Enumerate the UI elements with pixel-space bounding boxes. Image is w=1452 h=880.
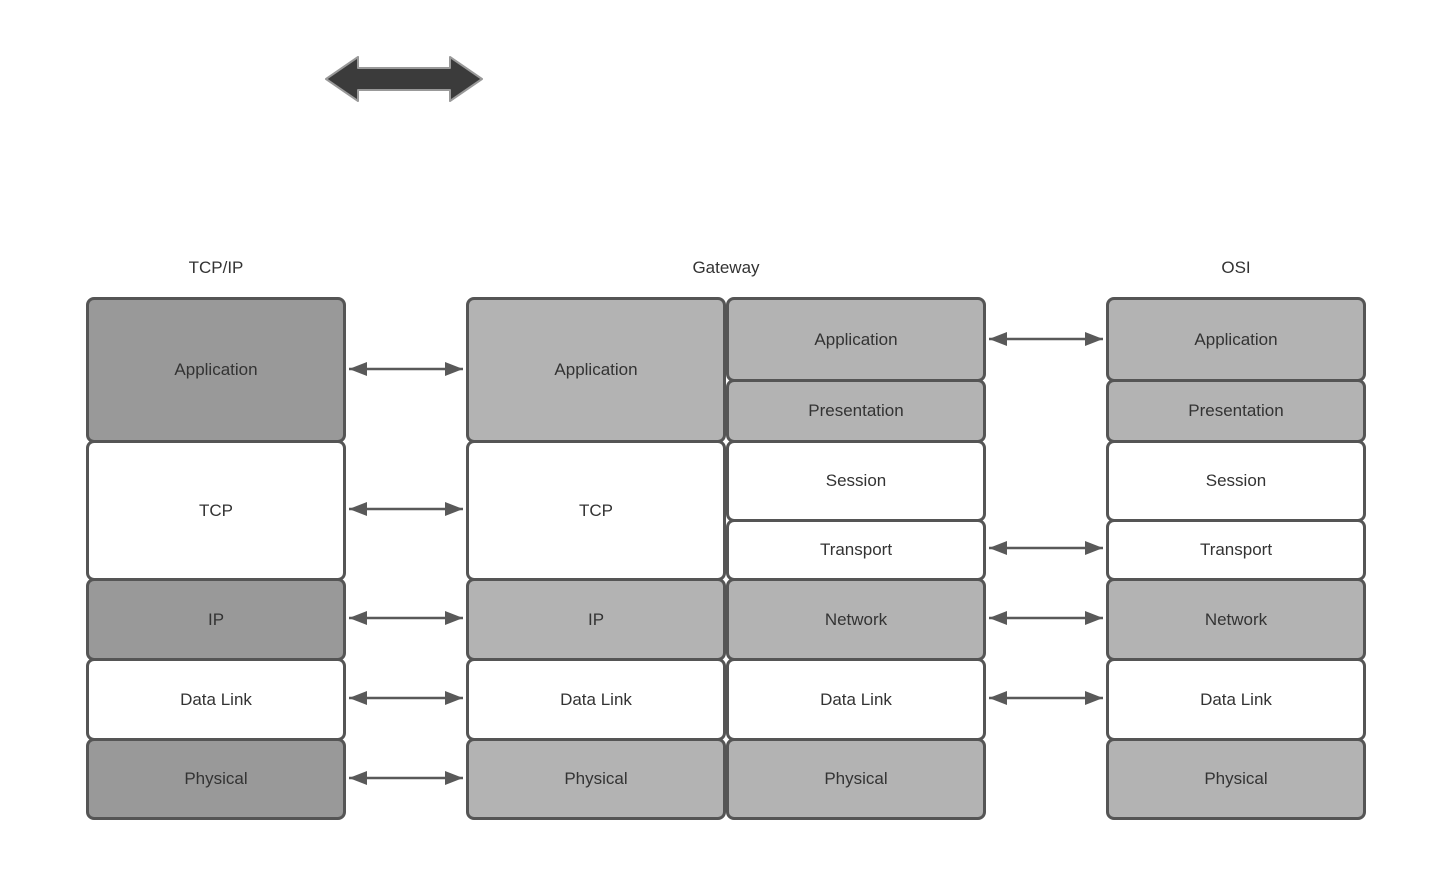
layer-label: Physical xyxy=(564,769,628,788)
layer-label: Transport xyxy=(1199,540,1273,559)
stack-gateway-right: Application Presentation Session Transpo… xyxy=(726,297,986,820)
layer-label: Session xyxy=(825,471,887,490)
layer-label: TCP xyxy=(579,500,613,520)
layer-box-physical: Physical xyxy=(1106,738,1366,820)
layer-label: Presentation xyxy=(808,401,904,420)
layer-label: Physical xyxy=(184,769,248,788)
stack-osi: Application Presentation Session Transpo… xyxy=(1106,297,1366,820)
layer-label: Data Link xyxy=(560,689,632,709)
layer-box-data-link: Data Link xyxy=(466,658,726,741)
layer-box-physical: Physical xyxy=(86,738,346,820)
layer-label: Data Link xyxy=(820,689,892,709)
layer-label: Network xyxy=(824,609,888,629)
layer-box-network: Network xyxy=(1106,578,1366,661)
column-header-gateway: Gateway xyxy=(692,258,760,277)
layer-box-application: Application xyxy=(1106,297,1366,382)
layer-box-transport: Transport xyxy=(1106,519,1366,581)
layer-box-network: Network xyxy=(726,578,986,661)
layer-label: Network xyxy=(1204,609,1268,629)
layer-label: Data Link xyxy=(180,689,252,709)
layer-label: TCP xyxy=(199,500,233,520)
layer-label: Session xyxy=(1205,471,1267,490)
layer-box-transport: Transport xyxy=(726,519,986,581)
layer-label: Transport xyxy=(819,540,893,559)
layer-label: Application xyxy=(554,360,638,379)
layer-box-presentation: Presentation xyxy=(1106,379,1366,443)
layer-box-physical: Physical xyxy=(726,738,986,820)
layer-label: Application xyxy=(1194,329,1278,349)
stack-tcpip: Application TCP IP Data Link Physical xyxy=(86,297,346,820)
layer-box-ip: IP xyxy=(466,578,726,661)
layer-label: Data Link xyxy=(1200,689,1272,709)
layer-box-physical: Physical xyxy=(466,738,726,820)
double-headed-arrow-icon xyxy=(325,56,483,102)
layer-box-application: Application xyxy=(726,297,986,382)
layer-label: Application xyxy=(814,329,898,349)
layer-box-application: Application xyxy=(86,297,346,443)
layer-label: IP xyxy=(207,609,225,629)
stack-gateway-left: Application TCP IP Data Link Physical xyxy=(466,297,726,820)
layer-box-data-link: Data Link xyxy=(1106,658,1366,741)
column-header-tcpip: TCP/IP xyxy=(188,258,244,277)
layer-label: Application xyxy=(174,360,258,379)
layer-label: Physical xyxy=(824,769,888,788)
column-header-osi: OSI xyxy=(1221,258,1251,277)
layer-box-data-link: Data Link xyxy=(86,658,346,741)
layer-label: Physical xyxy=(1204,769,1268,788)
layer-label: IP xyxy=(587,609,605,629)
layer-box-presentation: Presentation xyxy=(726,379,986,443)
layer-label: Presentation xyxy=(1188,401,1284,420)
layer-box-tcp: TCP xyxy=(466,440,726,581)
layer-box-tcp: TCP xyxy=(86,440,346,581)
layer-box-session: Session xyxy=(726,440,986,522)
layer-box-session: Session xyxy=(1106,440,1366,522)
layer-box-data-link: Data Link xyxy=(726,658,986,741)
layer-box-application: Application xyxy=(466,297,726,443)
layer-box-ip: IP xyxy=(86,578,346,661)
